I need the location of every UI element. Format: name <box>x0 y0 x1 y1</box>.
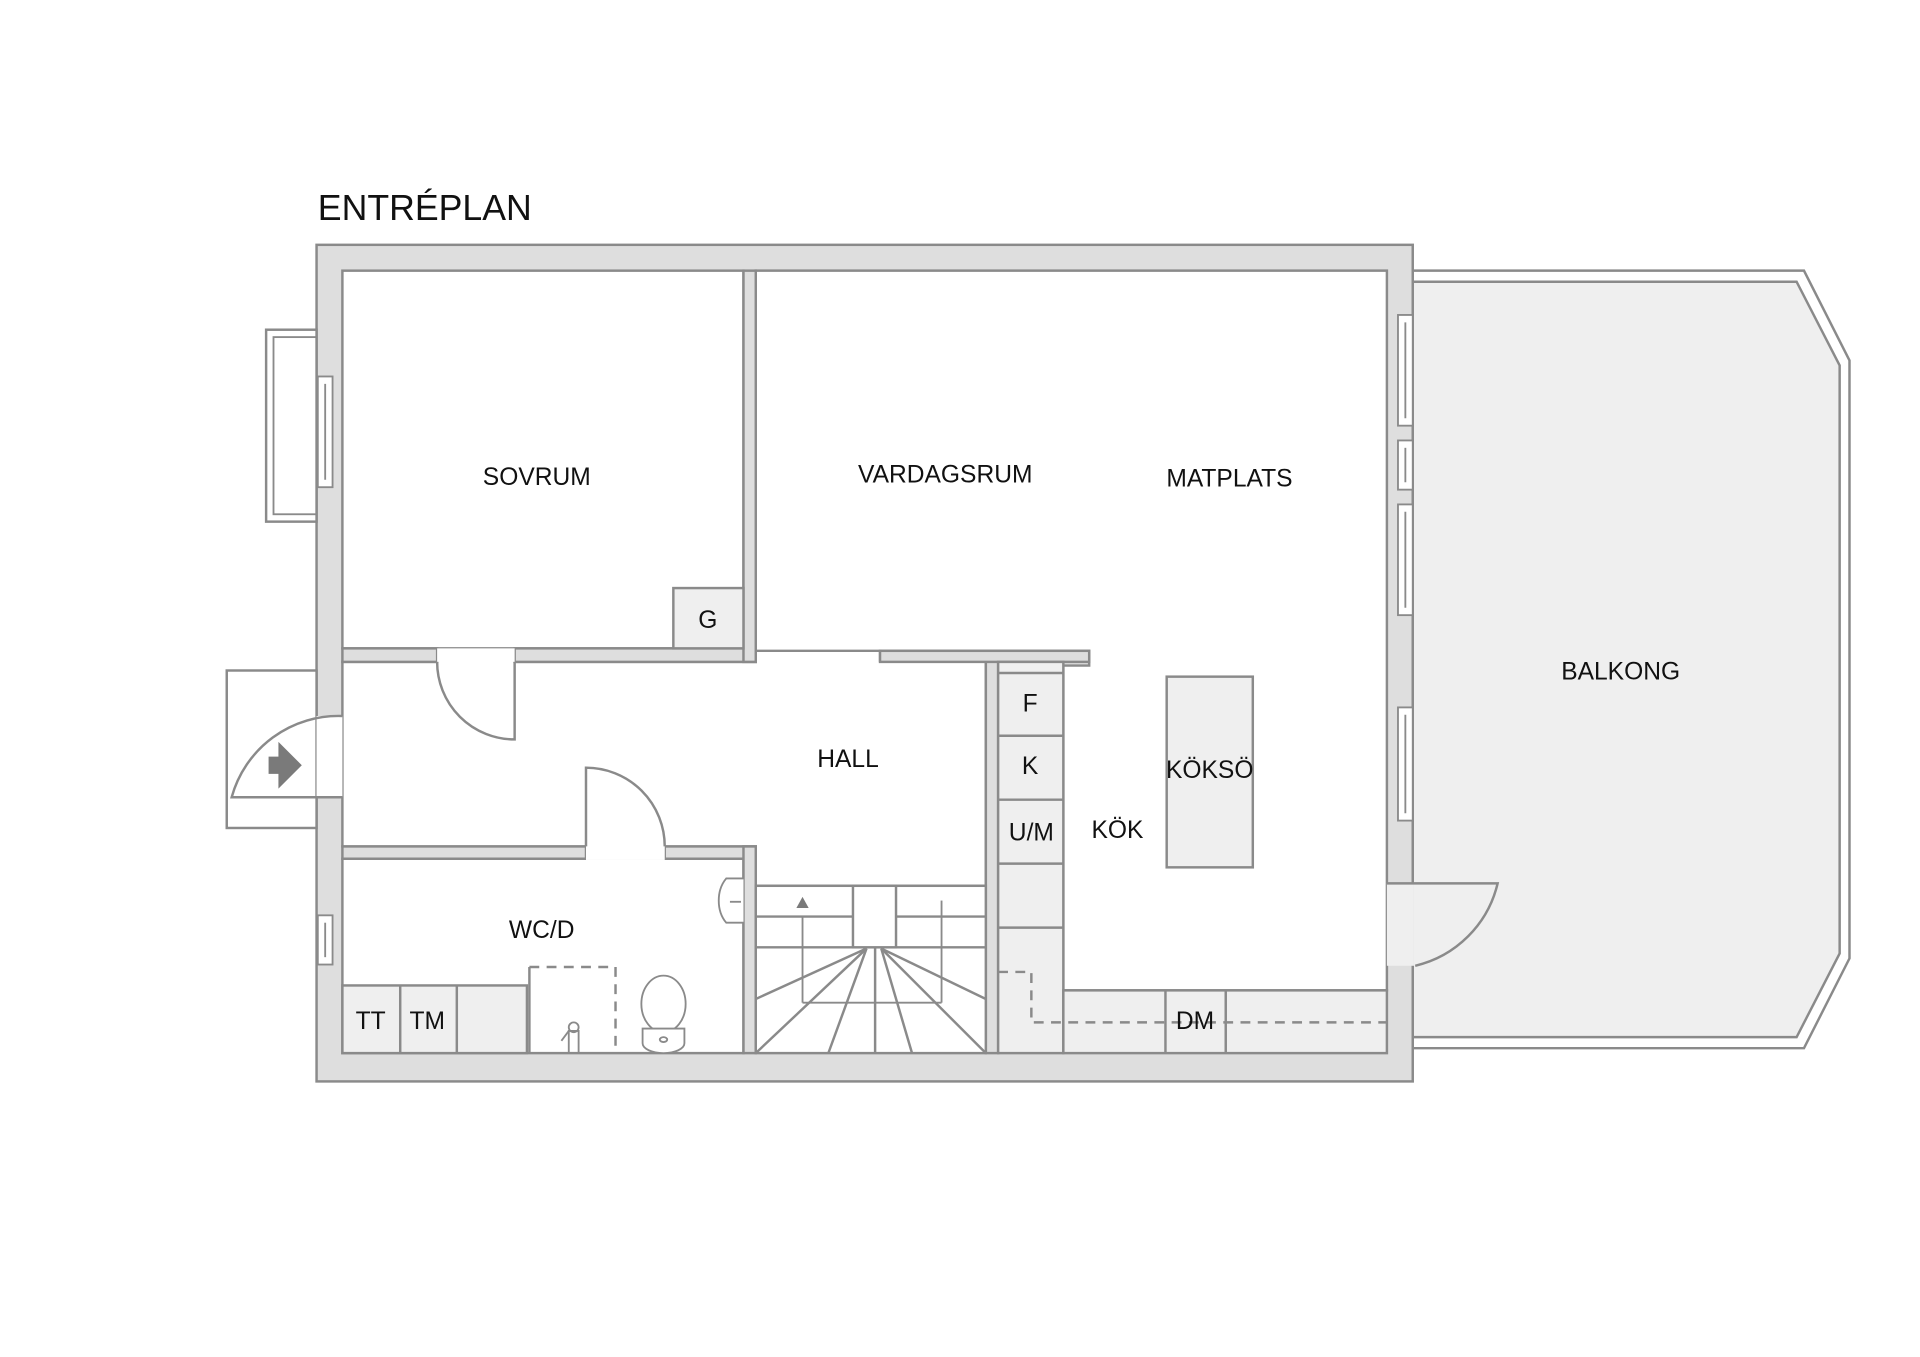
shower <box>528 965 617 1054</box>
entrance-arrow-icon <box>268 741 302 789</box>
plan-title: ENTRÉPLAN <box>318 188 532 228</box>
laundry-counter <box>341 984 529 1055</box>
label-wcd: WC/D <box>509 917 575 944</box>
label-garderob: G <box>698 607 717 634</box>
label-frys: F <box>1023 690 1038 717</box>
label-kokso: KÖKSÖ <box>1166 757 1253 784</box>
kitchen-island <box>1165 675 1255 869</box>
label-kok: KÖK <box>1092 817 1145 844</box>
label-sovrum: SOVRUM <box>483 464 591 491</box>
label-diskmaskin: DM <box>1176 1008 1214 1035</box>
label-tvattmaskin: TM <box>410 1008 446 1035</box>
label-vardagsrum: VARDAGSRUM <box>858 462 1032 489</box>
staircase <box>754 884 988 1055</box>
fixture-garderob <box>672 586 745 650</box>
sovrum-door[interactable] <box>435 661 516 741</box>
kitchen-counters <box>996 660 1389 1055</box>
entrance-door[interactable] <box>230 714 343 799</box>
sink <box>717 877 744 924</box>
toilet <box>640 974 687 1055</box>
label-ugn-mikro: U/M <box>1009 820 1054 847</box>
label-kyl: K <box>1022 753 1039 780</box>
half-wall <box>878 649 1091 664</box>
entrance-landing <box>225 669 318 830</box>
windows <box>316 314 1414 966</box>
bay-window-box <box>264 328 318 523</box>
wc-door[interactable] <box>584 766 666 847</box>
label-torktumlare: TT <box>356 1008 386 1035</box>
label-hall: HALL <box>817 746 879 773</box>
stairs-up-arrow-icon <box>796 896 809 908</box>
room-sovrum <box>341 269 745 650</box>
label-matplats: MATPLATS <box>1166 465 1292 492</box>
balcony-door[interactable] <box>1386 882 1500 967</box>
label-balkong: BALKONG <box>1561 658 1680 685</box>
